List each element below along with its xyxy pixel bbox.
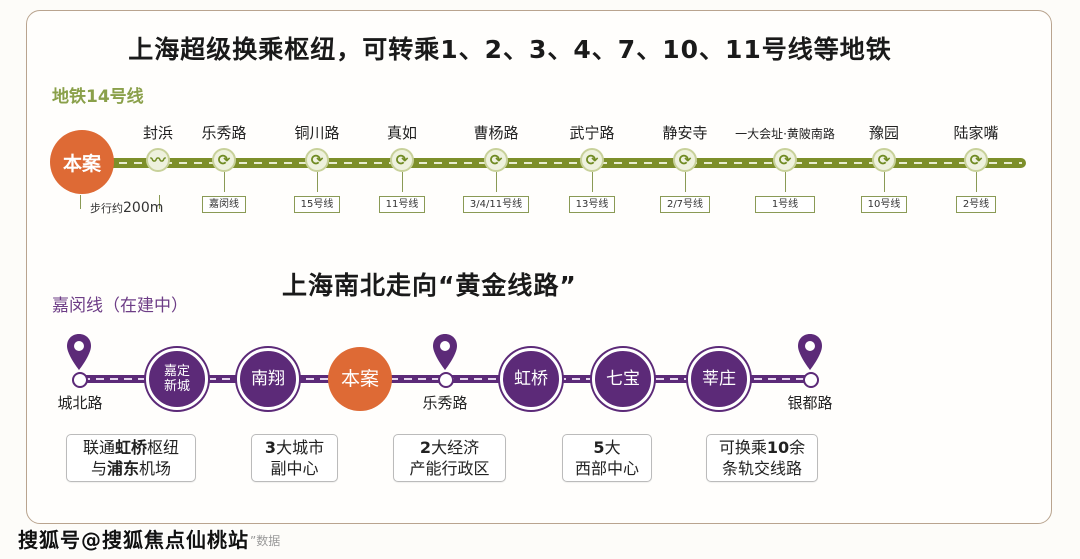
location-pin-icon — [798, 334, 822, 370]
station-wuninglu: 武宁路 ⟳ 13号线 — [542, 122, 642, 213]
transfer-line-tag: 15号线 — [293, 196, 341, 213]
endpoint-dot — [803, 372, 819, 388]
walk-distance: 200m — [123, 200, 164, 216]
feature-box-city-subcenters: 3大城市 副中心 — [251, 434, 338, 482]
station-name: 封浜 — [142, 124, 173, 142]
feature-box-rail-transfers: 可换乘10余 条轨交线路 — [706, 434, 818, 482]
transfer-line-tag: 嘉闵线 — [202, 196, 246, 213]
station-nanxiang: 南翔 — [237, 348, 299, 410]
jiamin-line-label: 嘉闵线（在建中） — [52, 296, 188, 316]
station-zhenru: 真如 ⟳ 11号线 — [352, 122, 452, 213]
location-pin-icon — [67, 334, 91, 370]
station-name: 一大会址·黄陂南路 — [735, 127, 835, 141]
station-name: 真如 — [386, 124, 417, 142]
headline-transfer-hub: 上海超级换乘枢纽，可转乘1、2、3、4、7、10、11号线等地铁 — [128, 35, 892, 64]
headline-golden-line: 上海南北走向“黄金线路” — [282, 271, 577, 300]
endpoint-dot — [72, 372, 88, 388]
source-note: ”数据 — [250, 534, 281, 548]
feature-highlight: 10 — [766, 438, 790, 457]
station-label-2: 新城 — [163, 379, 190, 394]
station-name: 武宁路 — [569, 124, 615, 142]
transfer-arrows-icon: ⟳ — [872, 148, 896, 172]
feature-text: 可换乘 — [718, 438, 767, 457]
feature-text: 与 — [90, 459, 107, 478]
station-xinzhuang: 莘庄 — [688, 348, 750, 410]
transfer-line-tag: 11号线 — [378, 196, 426, 213]
station-name: 豫园 — [868, 124, 899, 142]
station-caoyanglu: 曹杨路 ⟳ 3/4/11号线 — [446, 122, 546, 213]
transfer-arrows-icon: ⟳ — [964, 148, 988, 172]
station-name: 曹杨路 — [473, 124, 519, 142]
transfer-arrows-icon: ⟳ — [484, 148, 508, 172]
endpoint-yindulu: 银都路 — [787, 394, 833, 412]
shanghai-metro-logo-icon: 〰 — [146, 148, 170, 172]
station-yuyuan: 豫园 ⟳ 10号线 — [834, 122, 934, 213]
station-hongqiao: 虹桥 — [500, 348, 562, 410]
feature-text: 大 — [604, 438, 621, 457]
station-label-1: 嘉定 — [163, 364, 190, 379]
station-name: 铜川路 — [294, 124, 340, 142]
transfer-line-tag: 13号线 — [568, 196, 616, 213]
transfer-arrows-icon: ⟳ — [305, 148, 329, 172]
transfer-arrows-icon: ⟳ — [390, 148, 414, 172]
feature-text: 产能行政区 — [409, 459, 490, 478]
feature-box-hub-airport: 联通虹桥枢纽 与浦东机场 — [66, 434, 196, 482]
feature-highlight: 5 — [593, 438, 605, 457]
location-pin-icon — [433, 334, 457, 370]
station-name: 乐秀路 — [201, 124, 247, 142]
feature-box-western-centers: 5大 西部中心 — [562, 434, 652, 482]
station-huangpinanlu: 一大会址·黄陂南路 ⟳ 1号线 — [735, 122, 835, 213]
station-lexiulu: 乐秀路 ⟳ 嘉闵线 — [174, 122, 274, 213]
station-name: 静安寺 — [662, 124, 708, 142]
feature-highlight: 3 — [264, 438, 277, 457]
endpoint-lexiulu: 乐秀路 — [422, 394, 468, 412]
feature-highlight: 虹桥 — [114, 438, 147, 457]
feature-highlight: 2 — [419, 438, 432, 457]
transfer-arrows-icon: ⟳ — [673, 148, 697, 172]
transfer-arrows-icon: ⟳ — [212, 148, 236, 172]
station-tongchuanlu: 铜川路 ⟳ 15号线 — [267, 122, 367, 213]
endpoint-dot — [438, 372, 454, 388]
walk-distance-bracket — [80, 195, 160, 209]
transfer-line-tag: 3/4/11号线 — [462, 196, 530, 213]
feature-text: 枢纽 — [147, 438, 180, 457]
walk-distance-note: 步行约200m — [90, 200, 163, 216]
feature-text: 条轨交线路 — [721, 459, 802, 478]
feature-text: 西部中心 — [574, 459, 639, 478]
watermark: 搜狐号@搜狐焦点仙桃站 — [18, 528, 249, 552]
feature-text: 大经济 — [431, 438, 480, 457]
endpoint-chengbeilu: 城北路 — [57, 394, 103, 412]
feature-text: 联通 — [82, 438, 115, 457]
feature-highlight: 浦东 — [106, 459, 139, 478]
station-qibao: 七宝 — [592, 348, 654, 410]
transfer-line-tag: 10号线 — [860, 196, 908, 213]
transfer-line-tag: 2号线 — [955, 196, 997, 213]
project-marker-line14: 本案 — [50, 130, 114, 194]
transfer-arrows-icon: ⟳ — [773, 148, 797, 172]
feature-box-economic-districts: 2大经济 产能行政区 — [393, 434, 506, 482]
feature-text: 机场 — [139, 459, 172, 478]
transfer-line-tag: 2/7号线 — [659, 196, 711, 213]
feature-text: 大城市 — [276, 438, 325, 457]
line-14-track — [100, 158, 1026, 168]
feature-text: 余 — [789, 438, 806, 457]
project-marker-jiamin: 本案 — [328, 347, 392, 411]
walk-prefix: 步行约 — [90, 202, 123, 215]
feature-text: 副中心 — [270, 459, 319, 478]
line-14-label: 地铁14号线 — [52, 87, 144, 107]
station-lujiazui: 陆家嘴 ⟳ 2号线 — [926, 122, 1026, 213]
station-fengbang: 封浜 〰 — [108, 122, 208, 172]
station-jinganshi: 静安寺 ⟳ 2/7号线 — [635, 122, 735, 213]
station-jiadingxincheng: 嘉定新城 — [146, 348, 208, 410]
infographic-card — [26, 10, 1052, 524]
transfer-arrows-icon: ⟳ — [580, 148, 604, 172]
station-name: 陆家嘴 — [953, 124, 999, 142]
transfer-line-tag: 1号线 — [754, 196, 816, 213]
